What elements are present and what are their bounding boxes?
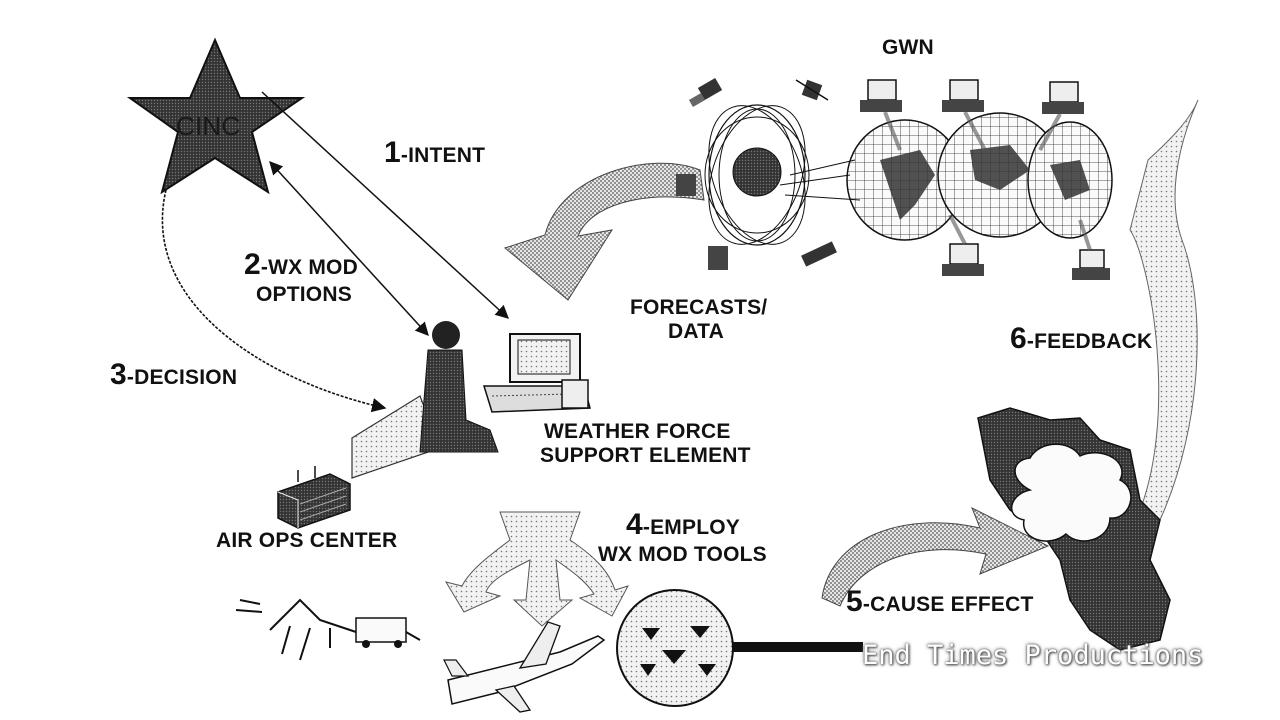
step-2-text-line2: OPTIONS <box>256 282 352 306</box>
weather-force-label: WEATHER FORCE SUPPORT ELEMENT <box>540 420 751 468</box>
step-4-text: -EMPLOY <box>642 516 740 539</box>
step-4-text-line2: WX MOD TOOLS <box>598 542 767 566</box>
step-2-wx-mod-options-label: 2-WX MOD OPTIONS <box>244 248 358 307</box>
target-area-map-icon <box>977 407 1171 651</box>
step-3-text: -DECISION <box>126 366 238 389</box>
air-ops-center-icon <box>277 466 351 529</box>
weather-force-line2: SUPPORT ELEMENT <box>540 444 751 468</box>
step-1-text: -INTENT <box>400 144 486 167</box>
gwn-terminal-icons <box>860 79 1110 280</box>
step-3-number: 3 <box>110 358 127 391</box>
step-2-text: -WX MOD <box>260 256 358 279</box>
step-3-decision-label: 3-DECISION <box>110 358 237 393</box>
forecasts-data-label: FORECASTS/ DATA <box>630 296 767 344</box>
cause-effect-arrow <box>821 506 1050 607</box>
satellite-icon <box>676 77 837 270</box>
satellite-orbit-globe-icon <box>704 104 810 246</box>
step-1-number: 1 <box>384 136 401 169</box>
watermark-text: End Times Productions <box>862 640 1204 671</box>
feedback-arrow <box>1129 99 1199 521</box>
aircraft-icon <box>443 621 606 713</box>
step-1-intent-label: 1-INTENT <box>384 136 485 171</box>
step-5-cause-effect-label: 5-CAUSE EFFECT <box>846 585 1034 620</box>
ground-emitter-icon <box>235 598 421 661</box>
step-4-number: 4 <box>626 508 643 541</box>
step-6-text: -FEEDBACK <box>1026 330 1153 353</box>
cinc-label: CINC <box>176 111 241 141</box>
wx-mod-options-arrow <box>269 161 429 336</box>
forecasts-line2: DATA <box>668 320 725 344</box>
step-5-number: 5 <box>846 585 863 618</box>
weather-force-line1: WEATHER FORCE <box>544 420 731 443</box>
forecasts-line1: FORECASTS/ <box>630 296 768 319</box>
step-6-feedback-label: 6-FEEDBACK <box>1010 322 1152 357</box>
gwn-label: GWN <box>882 36 934 59</box>
step-4-employ-label: 4-EMPLOY WX MOD TOOLS <box>598 508 767 567</box>
wx-mod-tool-icon <box>616 589 863 707</box>
world-map-icon <box>779 112 1113 241</box>
employ-tools-arrows <box>444 511 630 627</box>
step-5-text: -CAUSE EFFECT <box>862 593 1034 616</box>
step-6-number: 6 <box>1010 322 1027 355</box>
operator-workstation-icon <box>419 321 591 453</box>
decision-arrow <box>161 189 387 413</box>
forecasts-arrow <box>503 162 705 301</box>
step-2-number: 2 <box>244 248 261 281</box>
cinc-star-icon <box>126 37 306 195</box>
air-ops-center-label: AIR OPS CENTER <box>216 529 398 552</box>
